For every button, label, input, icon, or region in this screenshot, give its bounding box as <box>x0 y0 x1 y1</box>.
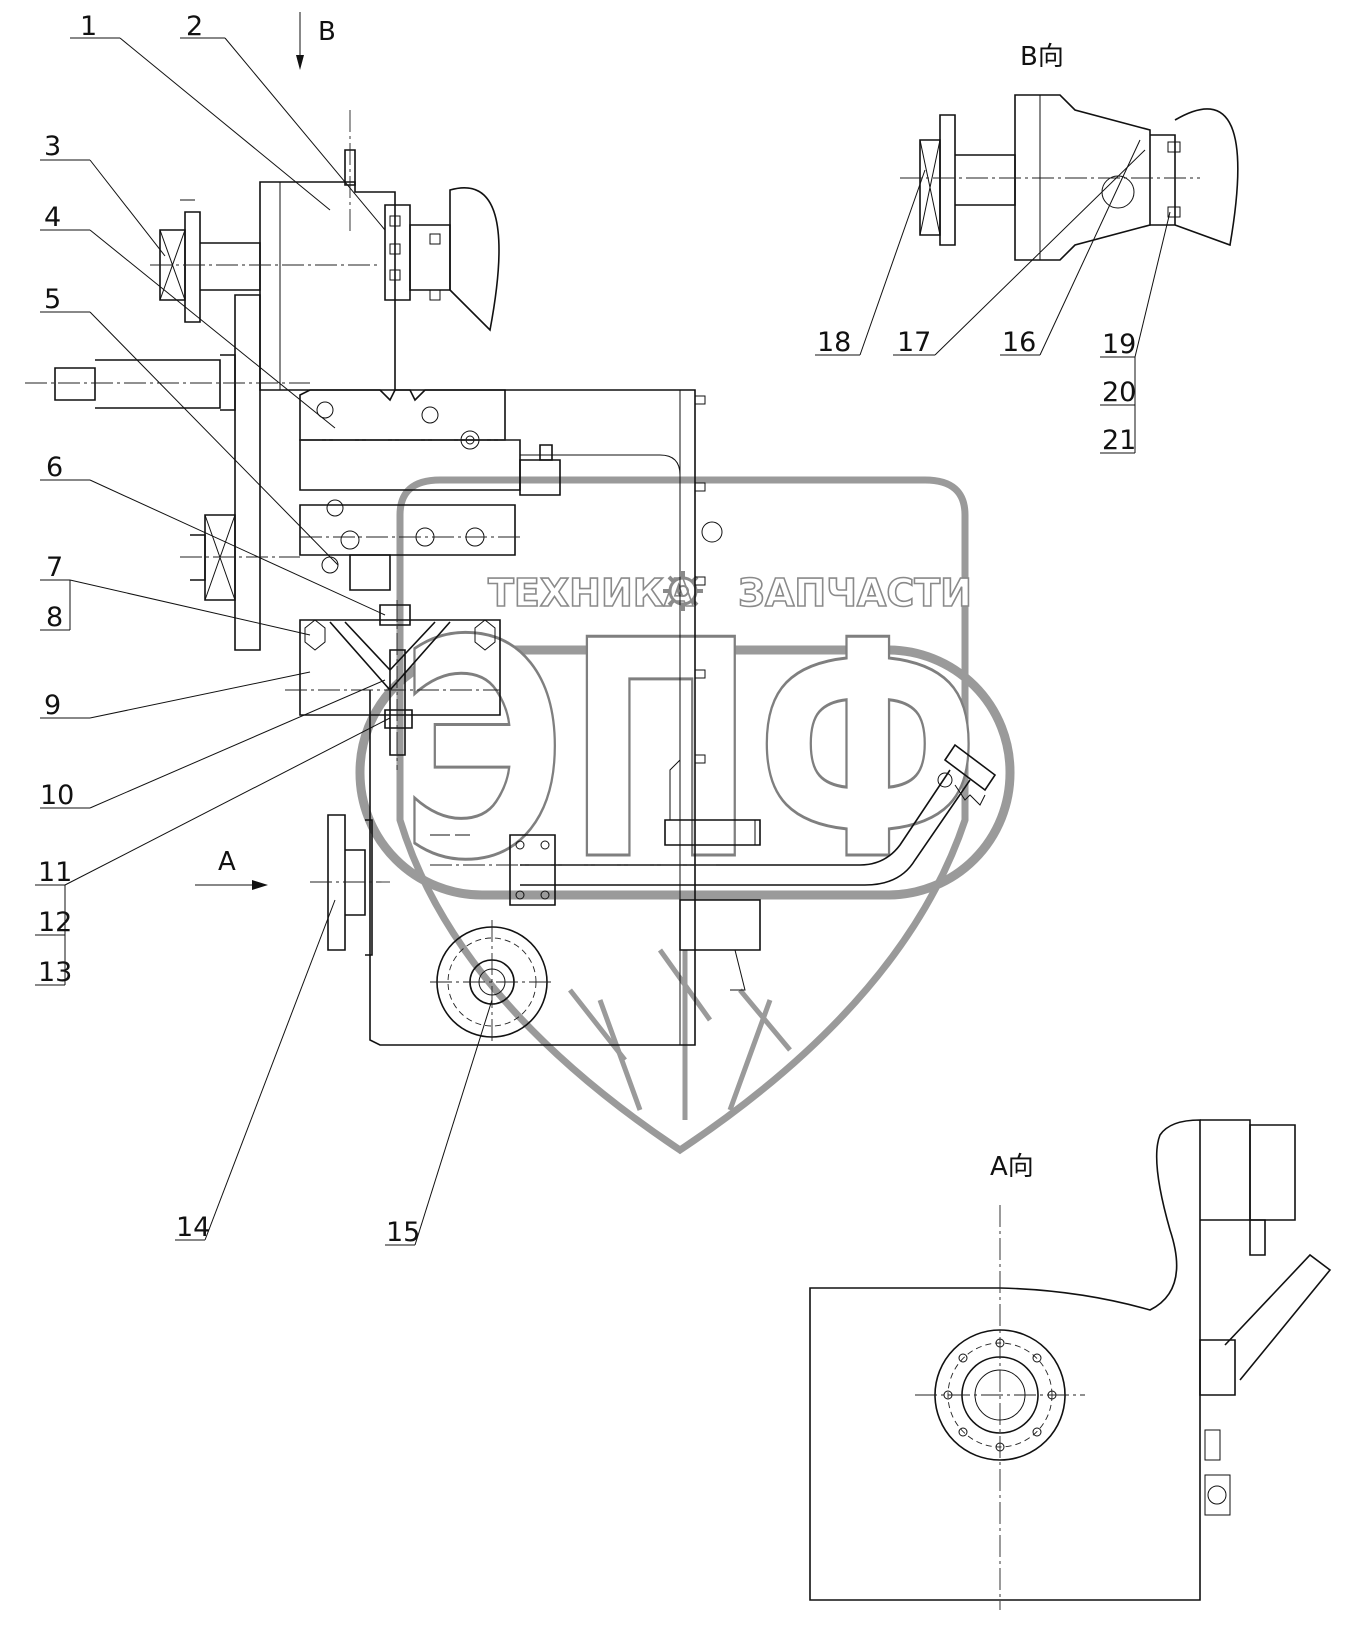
callout-13: 13 <box>38 957 72 988</box>
callout-9: 9 <box>44 690 61 721</box>
callout-7: 7 <box>46 552 63 583</box>
view-a: A向 <box>809 1119 1332 1610</box>
callout-15: 15 <box>386 1217 420 1248</box>
callout-11: 11 <box>38 857 72 888</box>
watermark-monogram: ЭПФ <box>400 577 980 926</box>
watermark-right-word: ЗАПЧАСТИ <box>738 571 972 615</box>
callout-4: 4 <box>44 202 61 233</box>
callout-20: 20 <box>1102 377 1136 408</box>
callout-19: 19 <box>1102 329 1136 360</box>
callout-18: 18 <box>817 327 851 358</box>
callout-12: 12 <box>38 907 72 938</box>
main-view: B A <box>25 12 997 1246</box>
arrow-a-label: A <box>218 847 236 877</box>
callout-14: 14 <box>176 1212 210 1243</box>
view-b: B向 <box>815 42 1239 454</box>
rear-housing <box>369 389 696 1046</box>
callout-8: 8 <box>46 602 63 633</box>
callout-16: 16 <box>1002 327 1036 358</box>
callout-17: 17 <box>897 327 931 358</box>
callout-21: 21 <box>1102 425 1136 456</box>
arrow-b-label: B <box>318 17 336 47</box>
watermark: ТЕХНИКА ЗАПЧАСТИ ЭПФ <box>355 476 1015 1155</box>
v-bracket <box>299 619 501 716</box>
wheat-icon <box>568 948 792 1120</box>
view-b-title: B向 <box>1020 42 1064 72</box>
callout-1: 1 <box>80 11 97 42</box>
callout-5: 5 <box>44 284 61 315</box>
callout-10: 10 <box>40 780 74 811</box>
external-pipe <box>520 769 951 866</box>
callout-labels: 1 2 3 4 5 6 7 8 9 10 11 12 13 14 15 16 1… <box>38 11 1136 1248</box>
callout-2: 2 <box>186 11 203 42</box>
watermark-shield <box>396 476 969 1155</box>
watermark-left-word: ТЕХНИКА <box>488 571 694 615</box>
watermark-pill <box>355 645 1015 900</box>
view-a-title: A向 <box>990 1152 1034 1182</box>
callout-3: 3 <box>44 131 61 162</box>
arrow-b <box>296 12 304 70</box>
callout-6: 6 <box>46 452 63 483</box>
arrow-a <box>195 880 268 890</box>
